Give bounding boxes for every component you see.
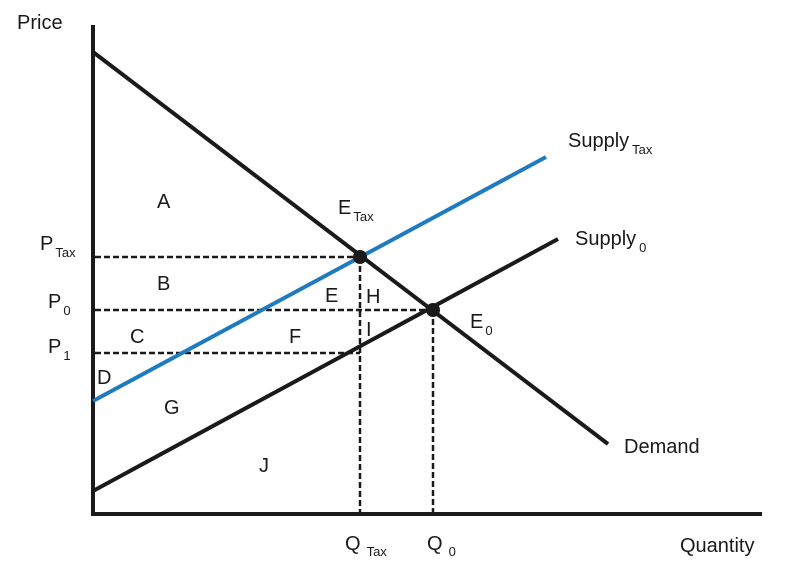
area-a-label: A	[157, 191, 171, 213]
area-e-label: E	[325, 285, 338, 307]
area-j-label: J	[259, 455, 269, 477]
demand-curve	[91, 50, 610, 446]
e-tax-point	[353, 250, 367, 264]
area-h-label: H	[366, 286, 380, 308]
y-axis-label: Price	[17, 12, 63, 34]
area-g-label: G	[164, 397, 180, 419]
area-f-label: F	[289, 326, 301, 348]
area-d-label: D	[97, 367, 111, 389]
area-c-label: C	[130, 326, 144, 348]
guide-lines	[95, 255, 435, 512]
area-i-label: I	[366, 319, 372, 341]
area-b-label: B	[157, 273, 170, 295]
supply-0-curve	[92, 237, 559, 493]
x-axis-label: Quantity	[680, 535, 754, 557]
demand-label: Demand	[624, 436, 700, 458]
e-0-point	[426, 303, 440, 317]
supply-tax-curve	[92, 155, 547, 403]
